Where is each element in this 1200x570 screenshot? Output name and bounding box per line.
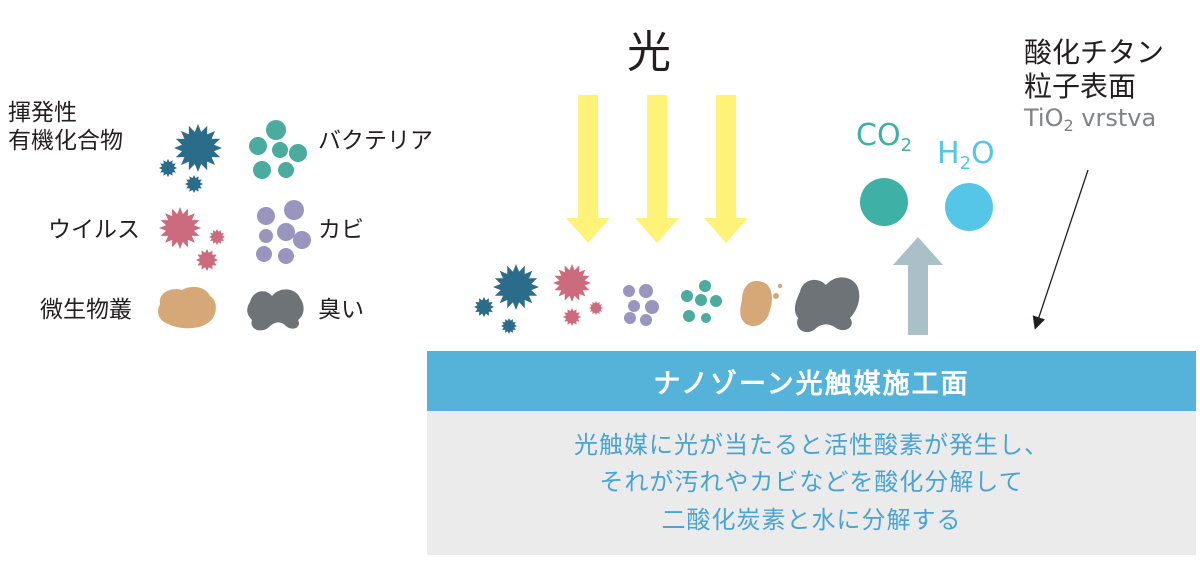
legend-voc-line2: 有機化合物	[8, 127, 123, 154]
bacteria-surface-dot-1	[681, 290, 693, 302]
light-label: 光	[627, 27, 671, 78]
light-arrow-3	[704, 95, 748, 243]
virus-surface-spike-1	[553, 264, 591, 302]
description-line3: 二酸化炭素と水に分解する	[661, 505, 962, 534]
surface-virus-icon	[553, 264, 603, 326]
mold-surface-dot-6	[640, 314, 652, 326]
bacteria-legend-icon	[249, 120, 307, 179]
up-arrow	[893, 237, 943, 335]
legend-virus-label: ウイルス	[48, 217, 140, 243]
virus-legend-icon	[159, 207, 225, 271]
voc-legend-spike-3	[185, 175, 203, 193]
co2-label-sub: 2	[900, 135, 913, 156]
surface-label-line1: 酸化チタン	[1024, 36, 1165, 69]
voc-legend-spike-1	[174, 124, 222, 172]
surface-voc-icon	[474, 264, 539, 334]
surface-odor-icon	[794, 277, 860, 333]
legend-voc-label: 揮発性 有機化合物	[8, 100, 123, 155]
surface-mold-icon	[623, 284, 659, 326]
legend-microbe-label: 微生物叢	[40, 297, 132, 323]
legend-bacteria-label: バクテリア	[318, 128, 433, 154]
voc-legend-spike-2	[159, 159, 177, 177]
description-line1: 光触媒に光が当たると活性酸素が発生し、	[574, 431, 1049, 460]
mold-legend-dot-3	[259, 229, 273, 243]
virus-surface-spike-3	[563, 308, 581, 326]
surface-label: 酸化チタン 粒子表面 TiO2 vrstva	[1024, 36, 1164, 135]
virus-surface-spike-2	[589, 301, 603, 315]
mold-legend-dot-4	[277, 223, 295, 241]
surface-pointer-arrow	[1032, 169, 1089, 330]
virus-legend-spike-1	[159, 207, 201, 249]
bacteria-legend-dot-6	[278, 162, 294, 178]
mold-surface-dot-5	[624, 312, 636, 324]
mold-legend-icon	[256, 200, 311, 264]
mold-legend-dot-2	[284, 200, 304, 220]
description-panel: 光触媒に光が当たると活性酸素が発生し、 それが汚れやカビなどを酸化分解して 二酸…	[427, 411, 1196, 555]
legend-voc-line1: 揮発性	[8, 100, 77, 126]
mold-legend-dot-5	[293, 231, 311, 249]
mold-surface-dot-4	[645, 300, 659, 314]
mold-surface-dot-2	[639, 284, 653, 298]
bacteria-legend-dot-3	[272, 142, 288, 158]
voc-legend-icon	[159, 124, 222, 193]
bacteria-surface-dot-6	[701, 313, 711, 323]
voc-surface-spike-3	[501, 318, 517, 334]
surface-band: ナノゾーン光触媒施工面	[427, 351, 1196, 411]
bacteria-surface-dot-3	[695, 294, 707, 306]
light-arrow-1	[566, 95, 610, 243]
surface-label-line3-sub: 2	[1063, 116, 1074, 136]
surface-label-line3: TiO2 vrstva	[1024, 104, 1164, 135]
co2-label-main: CO	[856, 118, 901, 153]
bacteria-legend-dot-4	[289, 144, 307, 162]
co2-label: CO2	[856, 118, 912, 156]
h2o-label: H2O	[937, 136, 995, 174]
odor-legend-icon	[247, 289, 304, 331]
legend-odor-label: 臭い	[318, 297, 364, 323]
legend-mold-label: カビ	[318, 217, 364, 243]
surface-label-line2: 粒子表面	[1024, 70, 1137, 104]
voc-surface-spike-2	[474, 297, 494, 317]
microbe-legend-icon	[158, 286, 216, 329]
description-line2: それが汚れやカビなどを酸化分解して	[599, 468, 1024, 497]
voc-surface-spike-1	[493, 264, 539, 310]
bacteria-surface-dot-5	[683, 310, 695, 322]
mold-surface-dot-3	[628, 300, 640, 312]
h2o-label-pre: H	[937, 136, 960, 171]
surface-bacteria-icon	[681, 280, 722, 323]
bacteria-legend-dot-1	[266, 120, 286, 140]
bacteria-legend-dot-5	[253, 161, 271, 179]
virus-legend-spike-2	[209, 229, 225, 245]
bacteria-surface-dot-2	[699, 280, 711, 292]
light-arrow-2	[635, 95, 679, 243]
mold-legend-dot-7	[278, 248, 294, 264]
mold-legend-dot-1	[257, 207, 275, 225]
surface-band-label: ナノゾーン光触媒施工面	[653, 368, 970, 400]
h2o-label-sub: 2	[959, 153, 972, 174]
light-arrows	[566, 95, 748, 243]
surface-label-line3-post: vrstva	[1073, 104, 1157, 133]
surface-label-line3-pre: TiO	[1024, 104, 1064, 133]
mold-legend-dot-6	[256, 246, 272, 262]
bacteria-surface-dot-4	[710, 295, 722, 307]
surface-microbe-icon	[740, 280, 783, 327]
co2-circle	[860, 178, 908, 226]
virus-legend-spike-3	[196, 249, 218, 271]
bacteria-legend-dot-2	[249, 137, 267, 155]
h2o-circle	[945, 183, 993, 231]
h2o-label-post: O	[971, 136, 995, 171]
mold-surface-dot-1	[623, 285, 635, 297]
